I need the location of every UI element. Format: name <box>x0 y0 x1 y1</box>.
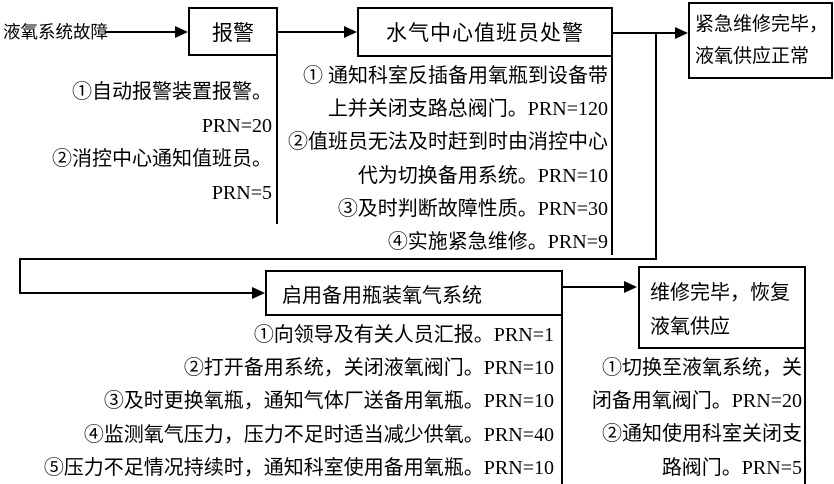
text-line: ③及时判断故障性质。PRN=30 <box>337 197 608 220</box>
arrow-head <box>344 26 357 38</box>
steps-boundary-duty-officer <box>611 55 613 255</box>
arrow-head <box>175 26 188 38</box>
arrow-head <box>252 287 265 299</box>
steps-boundary-repair-done <box>804 347 806 484</box>
text-line: ①切换至液氧系统，关 <box>602 357 802 379</box>
connector-vertical-right <box>655 33 657 259</box>
text-line: ②消控中心通知值班员。 <box>52 148 272 170</box>
steps-repair-done: ①切换至液氧系统，关闭备用氧阀门。PRN=20 ②通知使用科室关闭支路阀门。PRN… <box>592 352 802 484</box>
text-line: 紧急维修完毕， <box>695 14 829 35</box>
arrow-line <box>19 292 253 294</box>
node-repair-done: 维修完毕，恢复液氧供应 <box>638 266 806 349</box>
arrow-line <box>613 32 676 34</box>
node-duty-officer: 水气中心值班员处警 <box>357 7 613 57</box>
text-line: PRN=5 <box>211 181 272 204</box>
text-line: ①自动报警装置报警。 <box>72 81 272 103</box>
steps-boundary-alarm <box>276 54 278 224</box>
text-line: ②值班员无法及时赶到时由消控中心 <box>288 131 608 154</box>
text-line: 液氧供应 <box>650 316 730 338</box>
steps-duty-officer: ① 通知科室反插备用氧瓶到设备带上并关闭支路总阀门。PRN=120 ②值班员无法及… <box>288 60 608 259</box>
text-line: PRN=20 <box>201 114 272 137</box>
text-line: 液氧供应正常 <box>695 46 810 67</box>
text-line: ③及时更换氧瓶，通知气体厂送备用氧瓶。PRN=10 <box>103 390 554 413</box>
node-backup-system-label: 启用备用瓶装氧气系统 <box>282 284 482 307</box>
connector-horizontal <box>19 258 657 260</box>
arrow-head <box>675 27 688 39</box>
arrow-line <box>105 31 177 33</box>
text-line: ①向领导及有关人员汇报。PRN=1 <box>253 324 554 346</box>
steps-boundary-backup-system <box>561 314 563 484</box>
text-line: ① 通知科室反插备用氧瓶到设备带 <box>303 65 608 87</box>
text-line: 上并关闭支路总阀门。PRN=120 <box>327 98 608 121</box>
node-alarm-label: 报警 <box>212 20 254 45</box>
text-line: ②通知使用科室关闭支 <box>602 423 802 446</box>
arrow-head <box>624 281 637 293</box>
text-line: ④监测氧气压力，压力不足时适当减少供氧。PRN=40 <box>83 423 554 446</box>
node-backup-system: 启用备用瓶装氧气系统 <box>265 270 563 316</box>
node-alarm: 报警 <box>188 7 278 56</box>
text-line: ②打开备用系统，关闭液氧阀门。PRN=10 <box>183 357 554 380</box>
text-line: 代为切换备用系统。PRN=10 <box>357 164 608 187</box>
steps-backup-system: ①向领导及有关人员汇报。PRN=1 ②打开备用系统，关闭液氧阀门。PRN=10 ③及… <box>44 319 554 484</box>
text-line: ④实施紧急维修。PRN=9 <box>387 231 608 254</box>
node-duty-officer-label: 水气中心值班员处警 <box>386 21 584 45</box>
connector-vertical-left <box>19 258 21 294</box>
text-line: 路阀门。PRN=5 <box>661 456 802 479</box>
node-emergency-repair-done: 紧急维修完毕， 液氧供应正常 <box>688 2 833 79</box>
text-line: 维修完毕，恢复 <box>650 282 790 304</box>
arrow-line <box>278 31 345 33</box>
start-label: 液氧系统故障 <box>3 22 108 42</box>
steps-alarm: ①自动报警装置报警。 PRN=20 ②消控中心通知值班员。 PRN=5 <box>52 76 272 210</box>
text-line: ⑤压力不足情况持续时，通知科室使用备用氧瓶。PRN=10 <box>43 456 554 479</box>
arrow-line <box>563 286 625 288</box>
text-line: 闭备用氧阀门。PRN=20 <box>591 390 802 413</box>
